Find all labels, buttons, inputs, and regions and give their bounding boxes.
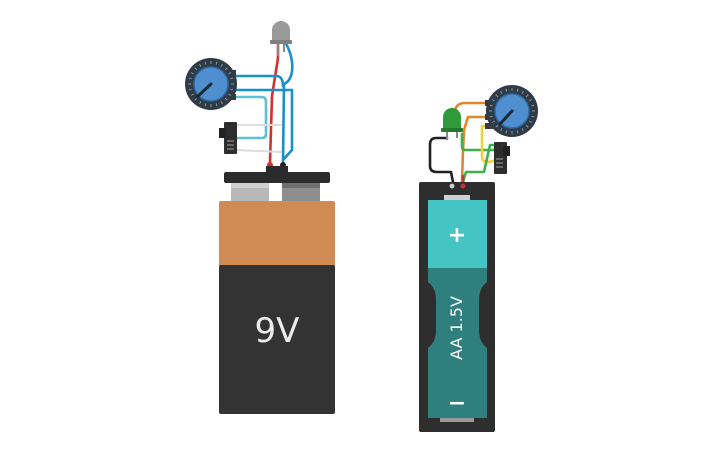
pot-tick bbox=[529, 99, 533, 102]
pot-tick bbox=[224, 67, 228, 71]
battery-9v-body bbox=[219, 265, 335, 414]
pot-tick bbox=[516, 130, 519, 134]
pot-left-knob-edge bbox=[193, 66, 229, 102]
wire-yellow-pot-to-switch[interactable] bbox=[480, 124, 499, 164]
battery-aa-cell-body bbox=[428, 268, 487, 418]
battery-9v-terminal-right-dark bbox=[282, 183, 320, 188]
circuit-right: + − AA 1.5V bbox=[419, 85, 538, 432]
wires-left bbox=[230, 38, 294, 164]
slide-switch-left[interactable] bbox=[219, 122, 237, 154]
pot-tick bbox=[204, 103, 207, 107]
pot-tick bbox=[228, 93, 232, 96]
battery-9v-top-band bbox=[219, 201, 335, 267]
wire-orange-pot-to-battery[interactable] bbox=[460, 115, 492, 184]
battery-9v-terminal-left-shine bbox=[231, 183, 269, 188]
led-right-rim bbox=[441, 128, 463, 132]
switch-right-mark-3 bbox=[496, 166, 503, 168]
battery-aa-label: AA 1.5V bbox=[447, 296, 466, 360]
pot-tick bbox=[220, 101, 223, 105]
pot-tick bbox=[194, 67, 198, 71]
pot-tick bbox=[505, 88, 508, 92]
switch-right-slider[interactable] bbox=[503, 146, 510, 156]
pot-tick bbox=[495, 94, 499, 98]
pot-tick bbox=[215, 61, 218, 65]
switch-right-mark-1 bbox=[496, 158, 503, 160]
wire-red-led-to-battery[interactable] bbox=[268, 38, 280, 164]
wire-green-led-to-switch[interactable] bbox=[460, 132, 496, 152]
pot-tick bbox=[230, 77, 234, 80]
pot-tick bbox=[190, 72, 194, 75]
pot-tick bbox=[224, 97, 228, 101]
led-left[interactable] bbox=[270, 21, 292, 56]
wire-cyan-pot-to-switch[interactable] bbox=[230, 95, 268, 140]
pot-tick bbox=[194, 97, 198, 101]
pot-tick bbox=[188, 77, 192, 80]
pot-tick bbox=[500, 128, 503, 132]
pot-tick bbox=[199, 101, 202, 105]
pot-tick bbox=[525, 94, 529, 98]
switch-left-mark-2 bbox=[227, 144, 234, 146]
potentiometer-left[interactable] bbox=[185, 58, 237, 110]
pot-tick bbox=[204, 61, 207, 65]
pot-right-knob-edge bbox=[494, 93, 530, 129]
slide-switch-right[interactable] bbox=[494, 142, 510, 174]
switch-right-mark-2 bbox=[496, 162, 503, 164]
wire-green-switch-to-battery[interactable] bbox=[461, 143, 499, 184]
pot-tick bbox=[215, 103, 218, 107]
battery-9v-label: 9V bbox=[255, 311, 300, 351]
wire-black-led-to-battery[interactable] bbox=[428, 136, 455, 184]
wire-white-switch-to-battery-2[interactable] bbox=[235, 149, 282, 153]
pot-tick bbox=[525, 124, 529, 128]
pot-left-ticks bbox=[188, 61, 234, 107]
battery-9v[interactable]: 9V bbox=[219, 162, 335, 414]
pot-tick bbox=[230, 88, 234, 91]
pot-left-pointer bbox=[195, 82, 213, 99]
battery-aa-terminal-positive[interactable] bbox=[460, 183, 466, 189]
pot-tick bbox=[521, 128, 524, 132]
pot-tick bbox=[500, 90, 503, 94]
pot-right-pin-3 bbox=[485, 123, 493, 129]
pot-tick bbox=[495, 124, 499, 128]
potentiometer-right[interactable] bbox=[485, 85, 538, 137]
pot-right-pointer bbox=[498, 109, 514, 126]
battery-aa-cell-top bbox=[428, 200, 487, 268]
battery-aa-minus-label: − bbox=[448, 391, 466, 416]
pot-tick bbox=[491, 99, 495, 102]
pot-tick bbox=[228, 72, 232, 75]
pot-tick bbox=[489, 104, 493, 107]
pot-tick bbox=[199, 63, 202, 67]
battery-aa-contact-top bbox=[444, 195, 470, 200]
switch-left-mark-1 bbox=[227, 140, 234, 142]
battery-aa[interactable]: + − AA 1.5V bbox=[419, 182, 495, 432]
circuit-left: 9V bbox=[185, 21, 335, 414]
pot-tick bbox=[516, 88, 519, 92]
switch-left-mark-3 bbox=[227, 148, 234, 150]
pot-tick bbox=[505, 130, 508, 134]
battery-aa-contact-bottom bbox=[440, 418, 474, 422]
pot-right-ticks bbox=[489, 88, 535, 134]
pot-tick bbox=[529, 120, 533, 123]
wire-blue-pot-to-battery[interactable] bbox=[231, 88, 294, 162]
led-left-body[interactable] bbox=[272, 21, 290, 42]
led-left-rim bbox=[270, 40, 292, 44]
wire-blue-pot-to-led[interactable] bbox=[230, 74, 285, 88]
battery-aa-terminal-negative[interactable] bbox=[449, 183, 455, 189]
pot-tick bbox=[531, 104, 535, 107]
switch-left-slider[interactable] bbox=[219, 128, 226, 138]
battery-9v-snap-base bbox=[266, 166, 288, 173]
led-right-body[interactable] bbox=[443, 108, 461, 130]
pot-tick bbox=[491, 120, 495, 123]
pot-tick bbox=[220, 63, 223, 67]
pot-tick bbox=[188, 88, 192, 91]
pot-tick bbox=[190, 93, 194, 96]
battery-aa-plus-label: + bbox=[448, 223, 466, 248]
pot-tick bbox=[521, 90, 524, 94]
pot-tick bbox=[531, 115, 535, 118]
battery-9v-snap-cap bbox=[224, 172, 330, 183]
led-right[interactable] bbox=[441, 108, 463, 140]
wires-right bbox=[428, 101, 499, 186]
pot-tick bbox=[489, 115, 493, 118]
